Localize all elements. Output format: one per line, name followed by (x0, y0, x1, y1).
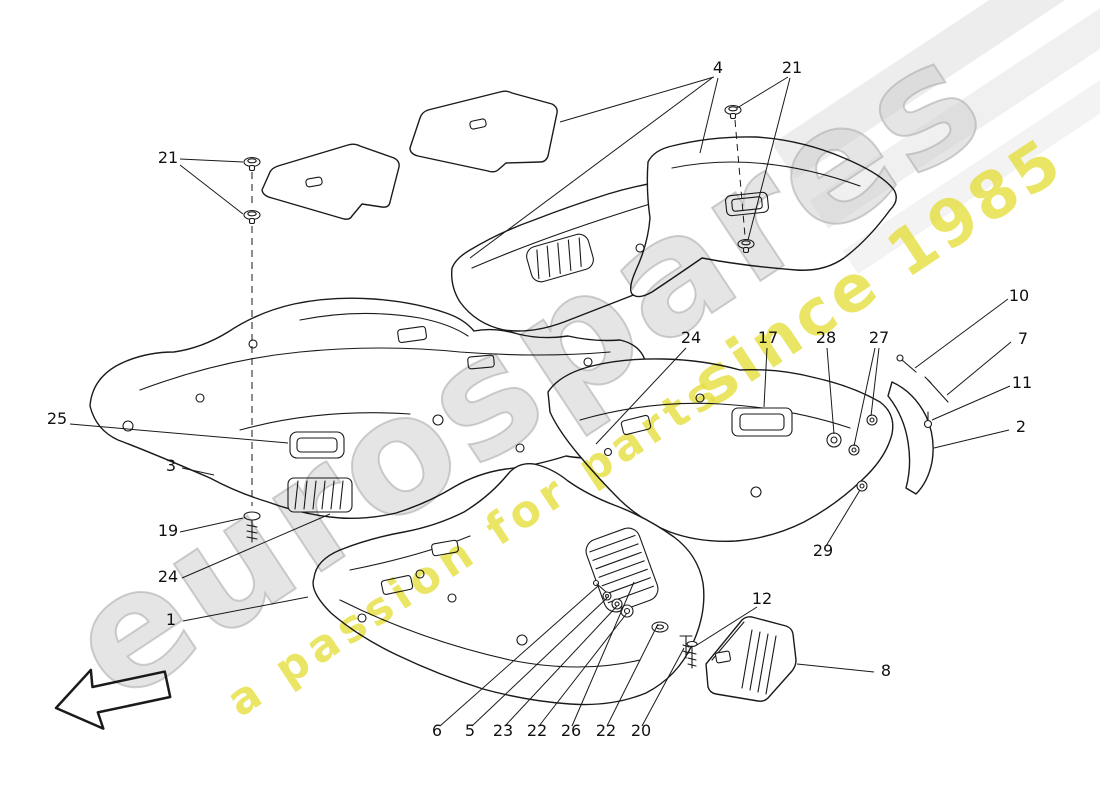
callout-part-10[interactable]: 10 (1009, 286, 1029, 305)
callout-part-21-left[interactable]: 21 (158, 148, 178, 167)
callout-part-8[interactable]: 8 (881, 661, 891, 680)
callout-part-24-mid[interactable]: 24 (681, 328, 701, 347)
carpet-passenger-side (547, 358, 894, 542)
mat-rear-left (261, 143, 400, 220)
clip-11 (923, 411, 933, 429)
callout-part-27[interactable]: 27 (869, 328, 889, 347)
callout-part-17[interactable]: 17 (758, 328, 778, 347)
callout-part-20[interactable]: 20 (631, 721, 651, 740)
callout-part-21-top[interactable]: 21 (782, 58, 802, 77)
heel-pad (526, 233, 594, 283)
screw-12 (686, 640, 698, 669)
direction-arrow (54, 668, 172, 730)
grommet-28 (826, 432, 842, 448)
washer-27b (866, 414, 878, 426)
leader-lines (69, 76, 1012, 727)
callout-part-7[interactable]: 7 (1018, 329, 1028, 348)
callout-part-5[interactable]: 5 (465, 721, 475, 740)
callout-part-29[interactable]: 29 (813, 541, 833, 560)
edge-trim-strip (887, 354, 949, 495)
callout-part-23[interactable]: 23 (493, 721, 513, 740)
callout-part-1[interactable]: 1 (166, 610, 176, 629)
callout-part-26[interactable]: 26 (561, 721, 581, 740)
carpet-front-moulded (89, 297, 648, 520)
mat-rear-right (409, 90, 558, 173)
callout-part-4[interactable]: 4 (713, 58, 723, 77)
callout-part-28[interactable]: 28 (816, 328, 836, 347)
callout-part-3[interactable]: 3 (166, 456, 176, 475)
callout-part-11[interactable]: 11 (1012, 373, 1032, 392)
callout-part-24-left[interactable]: 24 (158, 567, 178, 586)
clip-20 (679, 635, 693, 659)
screw-10 (896, 354, 917, 373)
plate-17 (731, 407, 793, 437)
ribbed-pad-24-left (287, 477, 353, 513)
bracket-8 (705, 616, 797, 702)
callout-part-2[interactable]: 2 (1016, 417, 1026, 436)
watermark-stripes (772, 0, 1100, 274)
mat-front-right (629, 136, 897, 298)
callout-part-12[interactable]: 12 (752, 589, 772, 608)
callout-part-22-a[interactable]: 22 (527, 721, 547, 740)
fastener-buttons (243, 104, 755, 543)
callout-part-6[interactable]: 6 (432, 721, 442, 740)
carpet-driver-side (312, 463, 705, 706)
screw-19 (243, 511, 261, 543)
callouts: 4 21 21 25 3 19 24 1 24 17 28 27 10 7 11… (47, 58, 1032, 740)
pin-7 (924, 376, 949, 403)
fastener-cluster (592, 579, 669, 633)
insulation-pad-25 (289, 431, 345, 459)
washer-27a (848, 444, 860, 456)
callout-part-22-b[interactable]: 22 (596, 721, 616, 740)
washer-29 (856, 480, 868, 492)
callout-part-19[interactable]: 19 (158, 521, 178, 540)
callout-part-25[interactable]: 25 (47, 409, 67, 428)
